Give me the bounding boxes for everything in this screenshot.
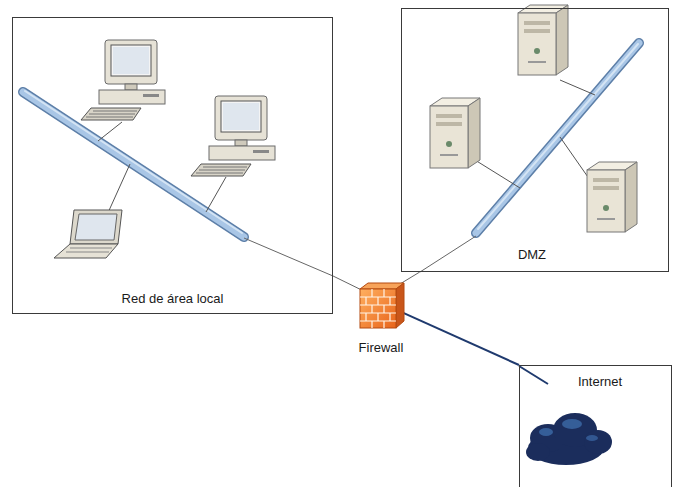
zone-label: DMZ	[518, 247, 546, 263]
network-link	[333, 276, 362, 290]
network-link	[403, 313, 519, 365]
zone-label: Internet	[578, 374, 622, 390]
dmz-zone: DMZ	[401, 8, 669, 272]
firewall-icon	[354, 281, 410, 331]
network-link	[400, 272, 420, 284]
internet-zone: Internet	[519, 365, 672, 487]
zone-label: Firewall	[359, 340, 404, 356]
lan-zone: Red de área local	[12, 17, 333, 314]
zone-label: Red de área local	[122, 291, 224, 307]
firewall-node: Firewall	[354, 281, 410, 357]
